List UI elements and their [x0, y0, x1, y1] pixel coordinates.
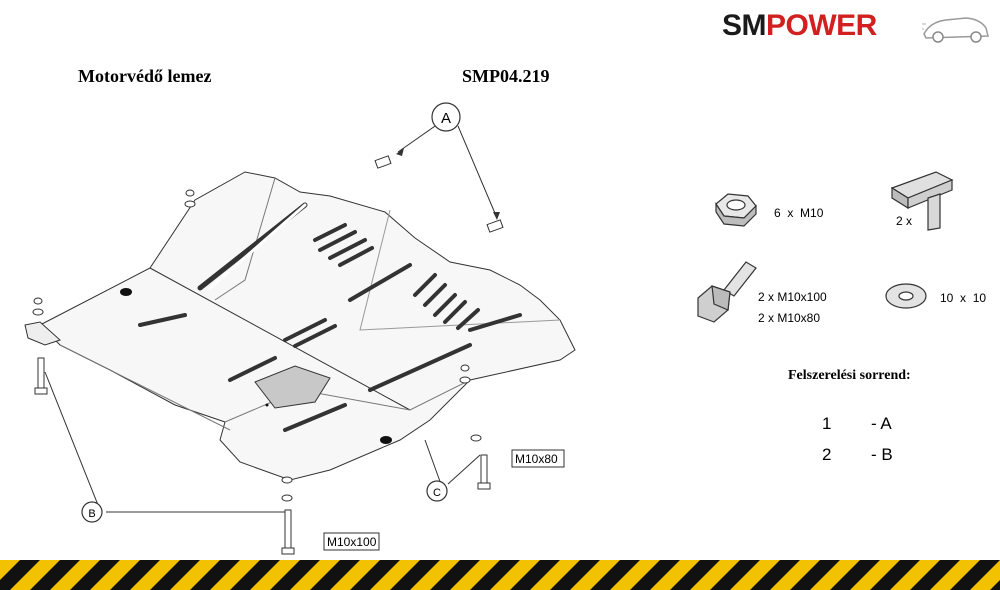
- nut-label: 6 x M10: [774, 206, 824, 220]
- bolt-icon: [697, 261, 757, 323]
- bolt-size-boxes: [323, 449, 565, 551]
- order-step: 2: [822, 445, 832, 464]
- mounting-holes: [120, 288, 392, 444]
- order-title: Felszerelési sorrend:: [788, 368, 911, 383]
- callout-circles: [81, 102, 461, 523]
- nut-size: M10: [800, 206, 824, 220]
- order-row: 2 - B: [822, 445, 893, 465]
- order-label: - B: [870, 445, 893, 464]
- brand-sm: SM: [722, 9, 767, 42]
- left-flange: [24, 321, 61, 346]
- washer-size: 10: [972, 291, 987, 305]
- callout-a: A: [441, 110, 451, 127]
- brand-wordmark: SMPOWER: [722, 6, 877, 46]
- product-code: SMP04.219: [462, 66, 550, 86]
- bolt-label-long: M10x100: [327, 535, 377, 549]
- nut-icon: [715, 193, 757, 227]
- brand-power: POWER: [766, 9, 877, 42]
- callout-c: C: [433, 487, 441, 499]
- order-step: 1: [822, 414, 832, 433]
- engine-skid-plate: [39, 171, 576, 481]
- clip-icon: [890, 171, 954, 231]
- bolts: [32, 189, 491, 555]
- callout-b: B: [88, 508, 95, 520]
- access-panel: [254, 365, 331, 409]
- skid-plate-drawing: A B C M10x80 M10x100: [24, 102, 954, 555]
- bolt-label-short: M10x80: [515, 452, 558, 466]
- washer-count: 10: [940, 291, 954, 305]
- order-label: - A: [870, 414, 892, 433]
- washer-icon: [885, 283, 927, 309]
- bolt-long-label: 2 x M10x100: [758, 290, 827, 304]
- bolt-short-label: 2 x M10x80: [758, 311, 821, 325]
- document-title: Motorvédő lemez: [78, 66, 212, 86]
- hazard-stripe: [0, 560, 1000, 590]
- washer-label: 10 x 10: [940, 291, 987, 305]
- clip-a: [374, 155, 504, 233]
- clip-count: 2 x: [896, 214, 913, 228]
- nut-count: 6: [774, 206, 781, 220]
- brand-logo: SMPOWER: [722, 6, 990, 46]
- vent-slots: [138, 202, 522, 432]
- order-row: 1 - A: [822, 414, 892, 434]
- sports-car-icon: [922, 17, 989, 43]
- callout-lines: [44, 123, 498, 513]
